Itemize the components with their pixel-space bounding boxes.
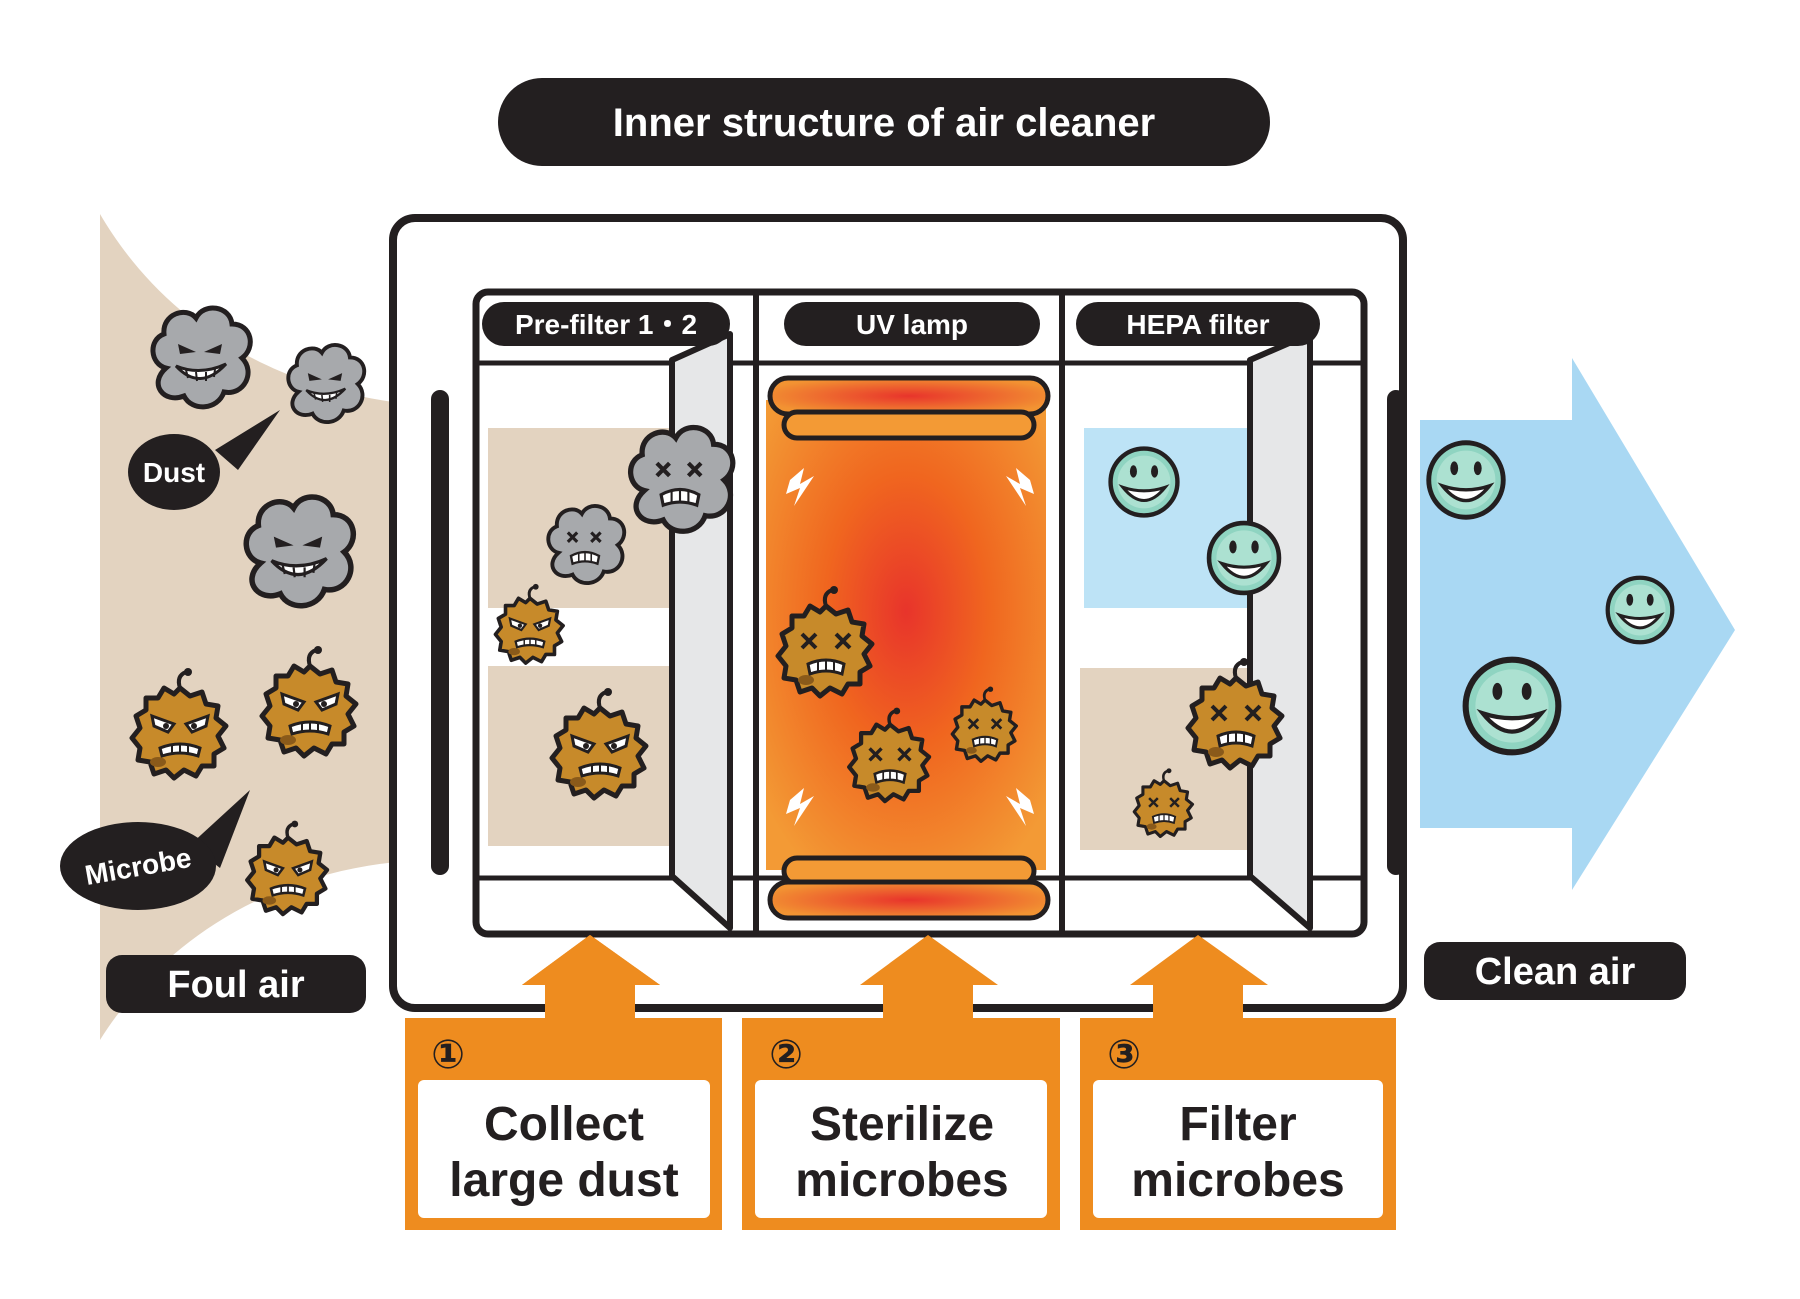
step-1-line2: large dust <box>449 1154 678 1207</box>
inlet-slot <box>431 390 449 875</box>
step-1-line1: Collect <box>484 1098 644 1151</box>
step-3-callout: ③ Filter microbes <box>1080 935 1396 1230</box>
foul-air-label: Foul air <box>167 964 304 1006</box>
clean-air-label: Clean air <box>1475 951 1636 993</box>
clean-air-arrow <box>1420 358 1735 890</box>
uv-tube-bottom <box>767 879 1051 921</box>
microbe-callout: Microbe <box>60 790 250 910</box>
step-3-number: ③ <box>1107 1033 1141 1077</box>
step-3-line2: microbes <box>1131 1154 1344 1207</box>
compartment-label-uv: UV lamp <box>856 309 968 340</box>
step-2-number: ② <box>769 1033 803 1077</box>
svg-text:Dust: Dust <box>143 457 205 488</box>
outlet-slot <box>1387 390 1405 875</box>
hepa-door <box>1247 331 1313 931</box>
title: Inner structure of air cleaner <box>613 101 1155 145</box>
step-2-callout: ② Sterilize microbes <box>742 935 1060 1230</box>
dust-callout: Dust <box>128 410 280 510</box>
compartment-label-hepa: HEPA filter <box>1126 309 1269 340</box>
foul-air-flow <box>100 214 420 1040</box>
step-1-callout: ① Collect large dust <box>405 935 722 1230</box>
compartment-label-prefilter: Pre-filter 1・2 <box>515 309 697 340</box>
title-pill <box>498 78 1270 166</box>
step-2-line2: microbes <box>795 1154 1008 1207</box>
step-3-line1: Filter <box>1179 1098 1296 1151</box>
uv-tube-top <box>767 375 1051 417</box>
step-2-line1: Sterilize <box>810 1098 994 1151</box>
prefilter-door <box>669 331 733 931</box>
step-1-number: ① <box>431 1033 465 1077</box>
